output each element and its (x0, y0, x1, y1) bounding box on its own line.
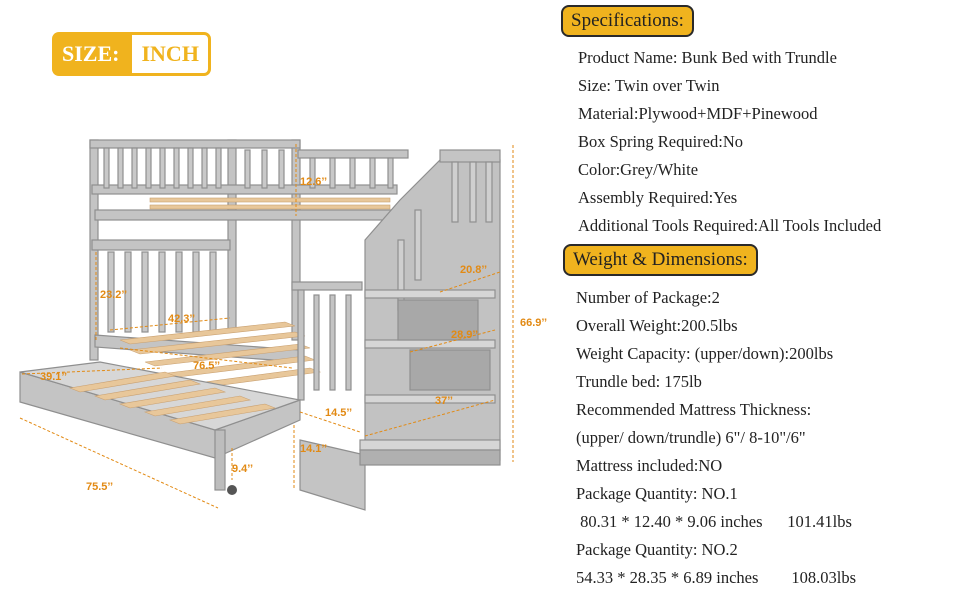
bunk-bed-illustration: 12.6’’ 23.2’’ 42.3’’ 76.5’’ 39.1’’ 75.5’… (19, 139, 547, 511)
weight-line: (upper/ down/trundle) 6"/ 8-10"/6" (576, 428, 806, 447)
dim-guardrail-height: 12.6’’ (300, 176, 327, 188)
spec-line: Material:Plywood+MDF+Pinewood (578, 104, 818, 123)
size-badge: SIZE: INCH (52, 32, 211, 76)
dim-trundle-height: 9.4’’ (232, 463, 253, 475)
weight-dimensions-heading: Weight & Dimensions: (563, 244, 758, 276)
dimension-lines (19, 144, 514, 509)
weight-line: Recommended Mattress Thickness: (576, 400, 812, 419)
weight-line: Package Quantity: NO.1 (576, 484, 738, 503)
weight-line: Overall Weight:200.5lbs (576, 316, 738, 335)
dim-headboard-height: 23.2’’ (100, 289, 127, 301)
dim-trundle-width: 39.1’’ (40, 371, 67, 383)
spec-line: Assembly Required:Yes (578, 188, 738, 207)
spec-line: Color:Grey/White (578, 160, 699, 179)
spec-line: Additional Tools Required:All Tools Incl… (578, 216, 882, 235)
dim-bed-length: 76.5’’ (193, 360, 220, 372)
size-unit: INCH (129, 32, 211, 76)
dim-step-height: 14.1’’ (300, 443, 327, 455)
weight-line: 54.33 * 28.35 * 6.89 inches 108.03lbs (576, 568, 857, 587)
dim-stair-top-depth: 20.8’’ (460, 264, 487, 276)
spec-line: Size: Twin over Twin (578, 76, 720, 95)
bed-frame (19, 139, 501, 511)
weight-line: Number of Package:2 (576, 288, 720, 307)
weight-line: Package Quantity: NO.2 (576, 540, 738, 559)
weight-line: 80.31 * 12.40 * 9.06 inches 101.41lbs (576, 512, 852, 531)
dim-trundle-length: 75.5’’ (86, 481, 113, 493)
dim-stair-mid-depth: 28.9’’ (451, 329, 478, 341)
dim-stair-width: 14.5’’ (325, 407, 352, 419)
weight-line: Trundle bed: 175lb (576, 372, 702, 391)
weight-line: Mattress included:NO (576, 456, 723, 475)
dim-total-height: 66.9’’ (520, 317, 547, 329)
specifications-heading: Specifications: (561, 5, 694, 37)
spec-line: Product Name: Bunk Bed with Trundle (578, 48, 837, 67)
size-label: SIZE: (52, 32, 130, 76)
spec-line: Box Spring Required:No (578, 132, 743, 151)
dim-stair-base-depth: 37’’ (435, 395, 453, 407)
weight-line: Weight Capacity: (upper/down):200lbs (576, 344, 834, 363)
dim-bed-width: 42.3’’ (168, 313, 195, 325)
